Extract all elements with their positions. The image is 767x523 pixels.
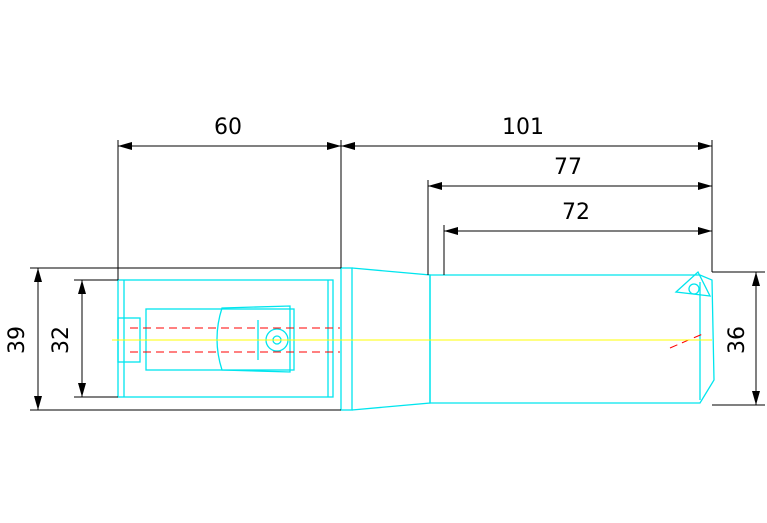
dim-label-39: 39	[5, 326, 30, 354]
dim-label-60: 60	[214, 115, 242, 140]
dim-label-72: 72	[562, 200, 590, 225]
taper-cone	[351, 267, 431, 411]
tool-outline	[117, 267, 715, 411]
dim-label-32: 32	[49, 326, 74, 354]
cutting-body	[429, 274, 715, 404]
clamp-screw	[216, 305, 291, 373]
dim-label-101: 101	[502, 115, 544, 140]
insert-screw	[688, 283, 700, 295]
dim-label-77: 77	[554, 155, 582, 180]
dim-label-36: 36	[725, 326, 750, 354]
shank-body	[117, 279, 334, 398]
flange	[340, 267, 353, 411]
dimensions: 60 101 77 72 39 32 36	[5, 115, 765, 411]
